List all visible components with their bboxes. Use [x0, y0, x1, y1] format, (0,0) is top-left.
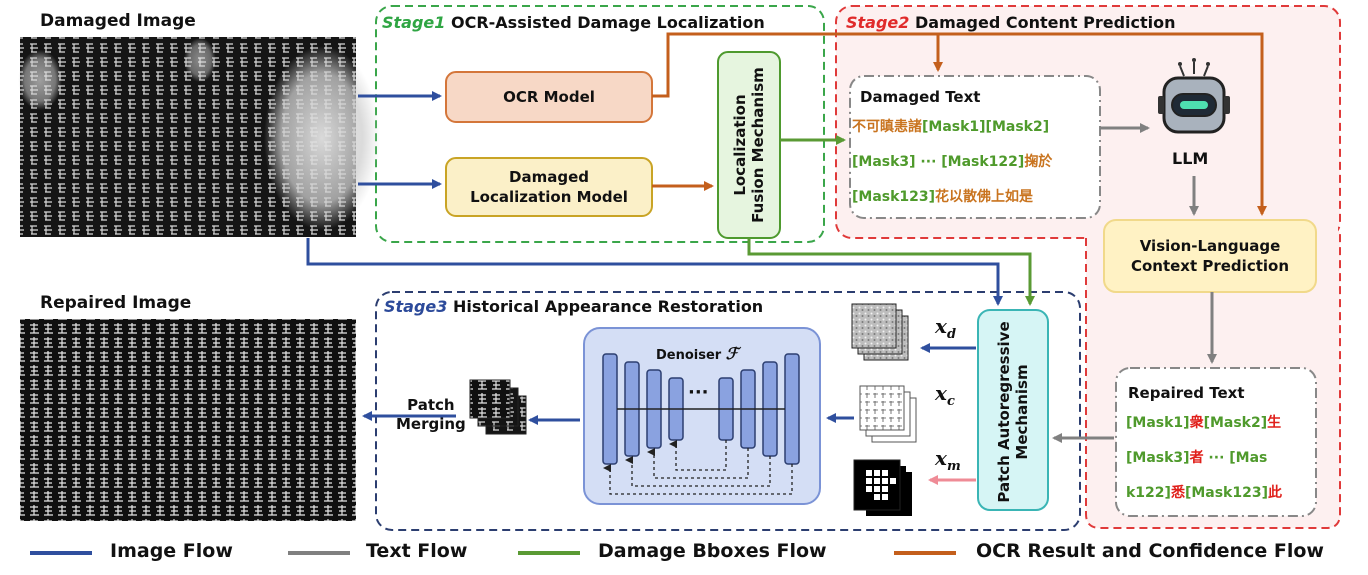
legend-line-text: [288, 551, 350, 555]
patch-merging-line2: Merging: [396, 415, 466, 433]
damaged-localization-label: Damaged Localization Model: [446, 158, 652, 216]
denoiser-label: Denoiser ℱ: [656, 344, 738, 363]
damaged-text-segment: [Mask123]: [852, 189, 936, 205]
damaged-text-segment: [Mask1][Mask2]: [922, 119, 1050, 135]
repaired-text-line: [Mask1]衆[Mask2]生: [1126, 406, 1316, 441]
unet-ellipsis: ···: [688, 382, 709, 403]
xm-symbol: xm: [935, 446, 961, 474]
xm-x: x: [935, 446, 947, 470]
xd-sub: d: [946, 327, 957, 342]
vlcp-box: [1103, 219, 1317, 293]
xc-thumbnail: [859, 385, 917, 443]
damaged-localization-line2: Localization Model: [470, 188, 628, 206]
xd-x: x: [935, 314, 947, 338]
robot-icon: [1158, 58, 1230, 134]
repaired-text-line: k122]悉[Mask123]此: [1126, 476, 1316, 511]
stage2-num: Stage2: [846, 13, 910, 32]
damaged-text-line: [Mask3] ··· [Mask122]掬於: [852, 145, 1102, 180]
image-flow-arrows: [306, 91, 1003, 425]
legend-line-bbox: [518, 551, 580, 555]
fusion-line2: Fusion Mechanism: [749, 67, 767, 223]
llm-label: LLM: [1172, 149, 1209, 168]
stage2-title-text: Damaged Content Prediction: [914, 13, 1176, 32]
stage2-title: Stage2 Damaged Content Prediction: [846, 13, 1176, 32]
repaired-text-title: Repaired Text: [1128, 384, 1245, 402]
bbox-flow-arrows: [747, 135, 1035, 306]
repaired-text-segment: 生: [1267, 415, 1282, 431]
patch-ar-line1: Patch Autoregressive: [995, 321, 1013, 503]
stage3-title-text: Historical Appearance Restoration: [452, 297, 764, 316]
damaged-text-segment: 花以散佛上如是: [935, 189, 1034, 205]
xc-symbol: xc: [935, 381, 955, 409]
xm-thumbnail: [853, 459, 912, 516]
stage1-num: Stage1: [382, 13, 446, 32]
repaired-text-segment: [Mask1]: [1126, 415, 1190, 431]
damaged-text-segment: 掬於: [1024, 154, 1053, 170]
legend-label-bbox: Damage Bboxes Flow: [598, 540, 827, 562]
damaged-text-body: 不可瞋恚諸[Mask1][Mask2][Mask3] ··· [Mask122]…: [852, 110, 1102, 215]
repaired-image: [20, 319, 356, 521]
damaged-text-title: Damaged Text: [860, 88, 981, 106]
xd-symbol: xd: [935, 314, 956, 342]
repaired-text-segment: 者: [1189, 450, 1204, 466]
damaged-localization-line1: Damaged: [509, 167, 589, 186]
repaired-text-segment: ··· [Mas: [1203, 450, 1268, 466]
fusion-line1: Localization: [731, 94, 749, 196]
fusion-label: Localization Fusion Mechanism: [730, 52, 768, 238]
damaged-image: [18, 37, 380, 237]
legend-label-image: Image Flow: [110, 540, 233, 562]
repaired-text-segment: 悉: [1170, 485, 1185, 501]
legend-line-image: [30, 551, 92, 555]
vlcp-label: Vision-Language Context Prediction: [1104, 220, 1316, 292]
denoiser-box: [583, 327, 821, 505]
legend-line-ocr: [894, 551, 956, 555]
repaired-image-label: Repaired Image: [40, 293, 192, 313]
repaired-text-segment: [Mask3]: [1126, 450, 1190, 466]
vlcp-line2: Context Prediction: [1130, 257, 1290, 275]
xc-x: x: [935, 381, 947, 405]
repaired-text-box: [1115, 367, 1317, 517]
stage1-title: Stage1 OCR-Assisted Damage Localization: [382, 13, 765, 32]
patch-ar-label: Patch Autoregressive Mechanism: [993, 312, 1033, 512]
xm-sub: m: [946, 459, 961, 474]
damaged-text-line: 不可瞋恚諸[Mask1][Mask2]: [852, 110, 1102, 145]
damaged-text-line: [Mask123]花以散佛上如是: [852, 180, 1102, 215]
damaged-text-box: [849, 75, 1101, 219]
vlcp-line1: Vision-Language: [1139, 236, 1281, 255]
patch-merging-line1: Patch: [407, 396, 455, 414]
ocr-flow-arrows: [652, 32, 1267, 216]
damaged-image-label: Damaged Image: [40, 11, 196, 31]
damaged-text-segment: [Mask3] ··· [Mask122]: [852, 154, 1025, 170]
repaired-text-line: [Mask3]者 ··· [Mas: [1126, 441, 1316, 476]
xd-thumbnail: [851, 303, 909, 361]
skip-connections: [603, 440, 793, 495]
text-flow-arrows: [1052, 123, 1217, 443]
ocr-model-label: OCR Model: [503, 87, 595, 106]
patch-ar-box: [977, 309, 1049, 511]
patch-ar-line2: Mechanism: [1013, 364, 1031, 460]
repaired-text-segment: 此: [1267, 485, 1282, 501]
repaired-text-segment: 衆: [1189, 415, 1204, 431]
merged-patches: [469, 379, 527, 435]
repaired-text-segment: k122]: [1126, 485, 1171, 501]
patch-merging-label: Patch Merging: [396, 396, 466, 434]
legend-label-text: Text Flow: [366, 540, 468, 562]
stage1-title-text: OCR-Assisted Damage Localization: [450, 13, 765, 32]
stage3-num: Stage3: [384, 297, 448, 316]
stage3-title: Stage3 Historical Appearance Restoration: [384, 297, 763, 316]
xc-sub: c: [946, 394, 955, 409]
repaired-text-segment: [Mask123]: [1184, 485, 1268, 501]
denoiser-text: Denoiser: [656, 348, 722, 363]
legend-label-ocr: OCR Result and Confidence Flow: [976, 540, 1324, 562]
damaged-text-segment: 不可瞋恚諸: [852, 119, 922, 135]
repaired-text-segment: [Mask2]: [1203, 415, 1268, 431]
denoiser-symbol: ℱ: [725, 344, 739, 363]
